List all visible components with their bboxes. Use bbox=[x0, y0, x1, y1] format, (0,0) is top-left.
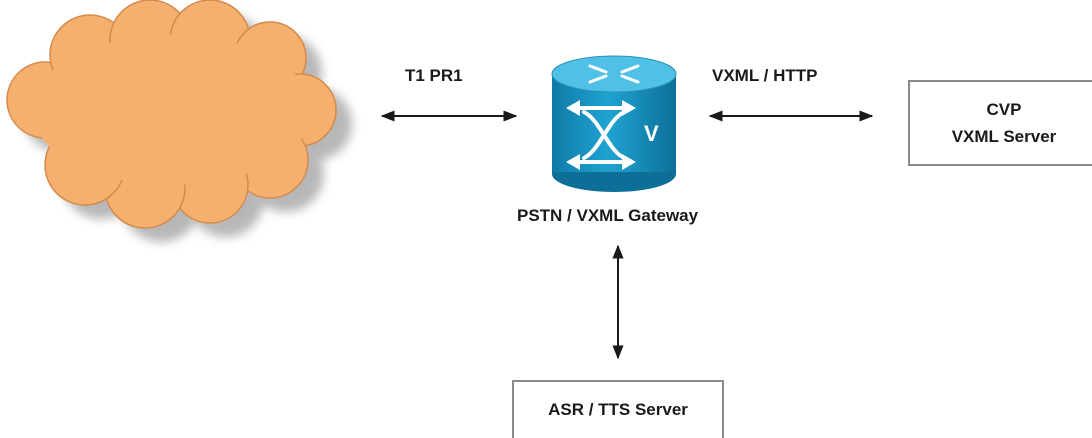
asr-server-label: ASR / TTS Server bbox=[548, 400, 688, 419]
vxml-http-link-label: VXML / HTTP bbox=[712, 66, 818, 85]
vxml-gateway-router-icon: V bbox=[551, 55, 677, 192]
cvp-vxml-server-box: CVP VXML Server bbox=[908, 80, 1092, 166]
pstn-cloud-icon bbox=[6, 0, 352, 242]
cvp-server-line1: CVP bbox=[986, 100, 1022, 119]
t1-link-label: T1 PR1 bbox=[405, 66, 463, 85]
gateway-label: PSTN / VXML Gateway bbox=[517, 206, 699, 225]
cvp-server-line2: VXML Server bbox=[951, 127, 1057, 146]
gateway-v-glyph: V bbox=[644, 121, 659, 146]
asr-tts-server-box: ASR / TTS Server bbox=[512, 380, 724, 438]
